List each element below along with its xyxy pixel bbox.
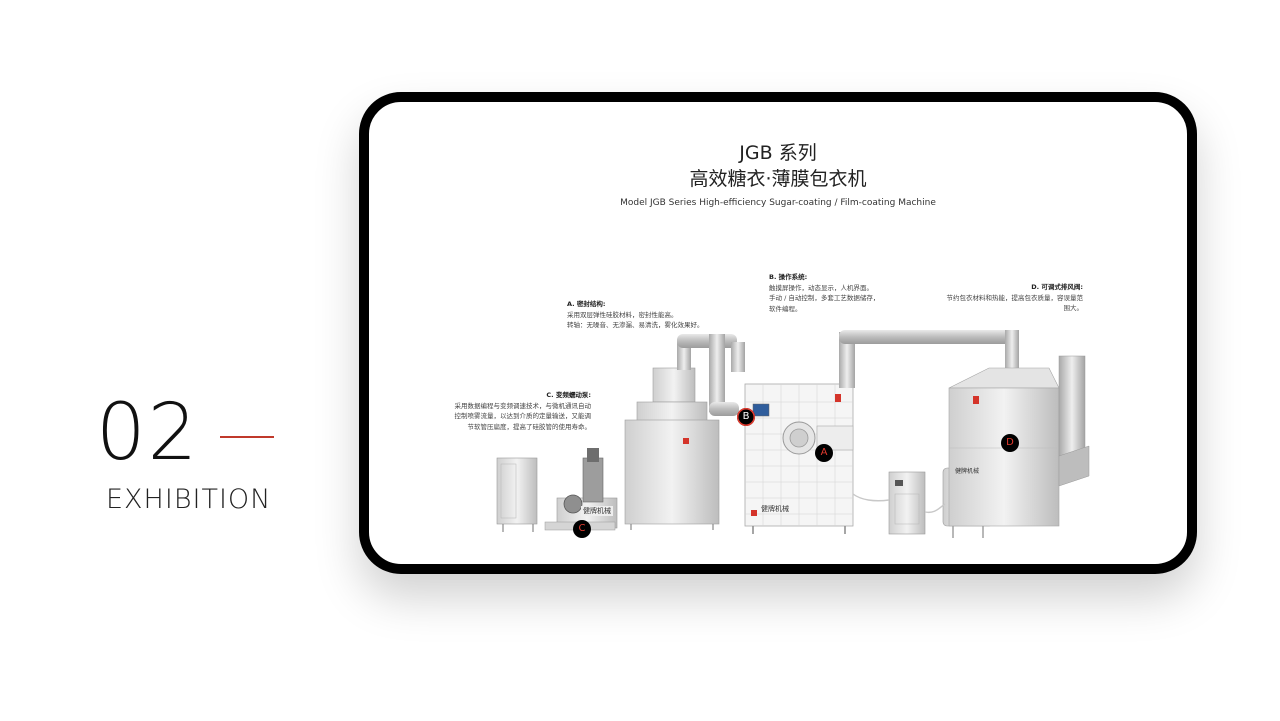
product-english-title: Model JGB Series High-efficiency Sugar-c…	[620, 198, 936, 208]
callout-d-heading: D. 可调式排风阀:	[1031, 283, 1083, 291]
callout-d-exhaust: D. 可调式排风阀: 节约包衣材料和热能，提高包衣质量，容误量范 围大。	[899, 282, 1084, 314]
spray-hose	[852, 493, 946, 514]
product-screen: JGB 系列 高效糖衣·薄膜包衣机 Model JGB Series High-…	[369, 102, 1187, 564]
callout-c-pump: C. 变频蠕动泵: 采用数据编程与变频调速技术，与微机通讯自动 控制喷雾流量，以…	[401, 390, 592, 432]
tablet-frame: JGB 系列 高效糖衣·薄膜包衣机 Model JGB Series High-…	[359, 92, 1197, 574]
callout-c-line-3: 节软管压扁度，提高了硅胶管的使用寿命。	[467, 422, 592, 431]
marker-d: D	[1001, 434, 1019, 452]
callout-b-line-3: 软件编程。	[769, 304, 802, 313]
callout-c-line-1: 采用数据编程与变频调速技术，与微机通讯自动	[454, 401, 592, 410]
marker-c: C	[573, 520, 591, 538]
air-inlet-duct	[677, 334, 745, 416]
electric-cabinet	[496, 457, 538, 532]
section-label: EXHIBITION	[106, 484, 272, 515]
coating-machine-illustration	[496, 330, 1090, 538]
callout-b-control: B. 操作系统: 触摸屏操作，动态显示，人机界面。 手动 / 自动控制，多套工艺…	[769, 272, 919, 314]
section-accent-line	[220, 436, 274, 438]
marker-a: A	[815, 444, 833, 462]
brand-logo-text: 健牌机械	[581, 506, 613, 516]
callout-a-line-2: 转轴：无噪音、无渗漏、易清洗，雾化效果好。	[567, 321, 704, 329]
callout-d-line-1: 节约包衣材料和热能，提高包衣质量，容误量范	[946, 293, 1084, 302]
brand-logo-text-main: 健牌机械	[761, 505, 789, 513]
product-series-title: JGB 系列	[739, 142, 817, 164]
exhaust-unit	[948, 355, 1090, 527]
callout-c-line-2: 控制喷雾流量，以达到介质的定量输送，又能调	[454, 412, 592, 420]
callout-b-heading: B. 操作系统:	[769, 273, 808, 281]
callout-a-heading: A. 密封结构:	[567, 300, 606, 308]
product-name-title: 高效糖衣·薄膜包衣机	[689, 168, 867, 190]
callout-b-line-1: 触摸屏操作，动态显示，人机界面。	[769, 283, 873, 292]
marker-b: B	[737, 408, 755, 426]
callout-a-line-1: 采用双层弹性硅胶材料，密封性能高。	[567, 310, 678, 319]
hot-air-unit	[624, 367, 720, 530]
peristaltic-pump-unit	[544, 448, 618, 531]
callout-b-line-2: 手动 / 自动控制，多套工艺数据储存，	[769, 294, 880, 302]
callout-a-sealing: A. 密封结构: 采用双层弹性硅胶材料，密封性能高。 转轴：无噪音、无渗漏、易清…	[567, 299, 727, 331]
brand-logo-text-tank: 健牌机械	[955, 468, 980, 475]
section-number: 02	[96, 388, 200, 478]
callout-d-line-2: 围大。	[1063, 304, 1084, 312]
control-cabinet-small	[888, 471, 926, 535]
callout-c-heading: C. 变频蠕动泵:	[546, 391, 591, 399]
